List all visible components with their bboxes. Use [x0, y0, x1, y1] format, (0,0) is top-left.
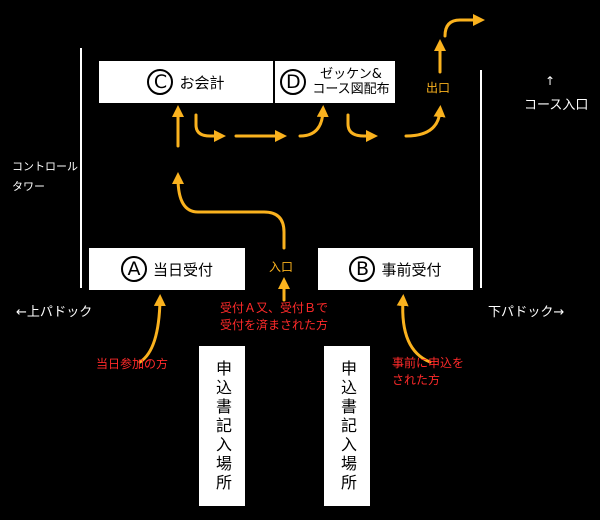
station-d-label: ゼッケン& コース図配布 — [312, 67, 390, 97]
control-tower-label: コントロール タワー — [12, 160, 78, 193]
right-wall — [480, 70, 482, 288]
arrow-c-out — [194, 113, 226, 142]
arrow-entrance-up-to-c — [172, 172, 286, 250]
left-wall — [80, 48, 82, 288]
arrow-d-out — [346, 113, 378, 142]
arrow-into-d — [298, 105, 329, 138]
arrow-exit-to-course — [443, 14, 485, 38]
station-c-badge: C — [147, 69, 174, 95]
upper-paddock-label: ←上パドック — [16, 305, 93, 320]
lower-paddock-label: 下パドック→ — [488, 305, 565, 320]
course-entrance-arrow: ↑ — [545, 74, 556, 88]
station-d-box: D ゼッケン& コース図配布 — [275, 61, 395, 103]
form-station-right: 申込書記入場所 — [324, 346, 370, 506]
note-same-day: 当日参加の方 — [96, 357, 169, 371]
form-station-left-label: 申込書記入場所 — [213, 359, 232, 493]
station-a-label: 当日受付 — [152, 260, 213, 279]
station-b-box: B 事前受付 — [318, 248, 473, 290]
entrance-label: 入口 — [269, 260, 294, 274]
station-d-badge: D — [280, 69, 307, 95]
form-station-right-label: 申込書記入場所 — [338, 359, 357, 493]
station-c-box: C お会計 — [99, 61, 273, 103]
exit-label: 出口 — [426, 81, 451, 95]
station-b-badge: B — [349, 256, 376, 282]
station-a-badge: A — [120, 256, 147, 282]
station-a-box: A 当日受付 — [89, 248, 245, 290]
form-station-left: 申込書記入場所 — [199, 346, 245, 506]
station-b-label: 事前受付 — [381, 260, 442, 279]
station-c-label: お会計 — [179, 73, 225, 92]
note-done-ab: 受付Ａ又、受付Ｂで 受付を済まされた方 — [220, 301, 329, 332]
course-entrance-label: コース入口 — [524, 98, 589, 113]
arrow-to-exit — [404, 105, 446, 138]
note-pre-registered: 事前に申込を された方 — [392, 356, 465, 387]
arrow-pre-registered-to-b — [396, 294, 432, 364]
arrow-same-day-to-a — [138, 294, 166, 364]
